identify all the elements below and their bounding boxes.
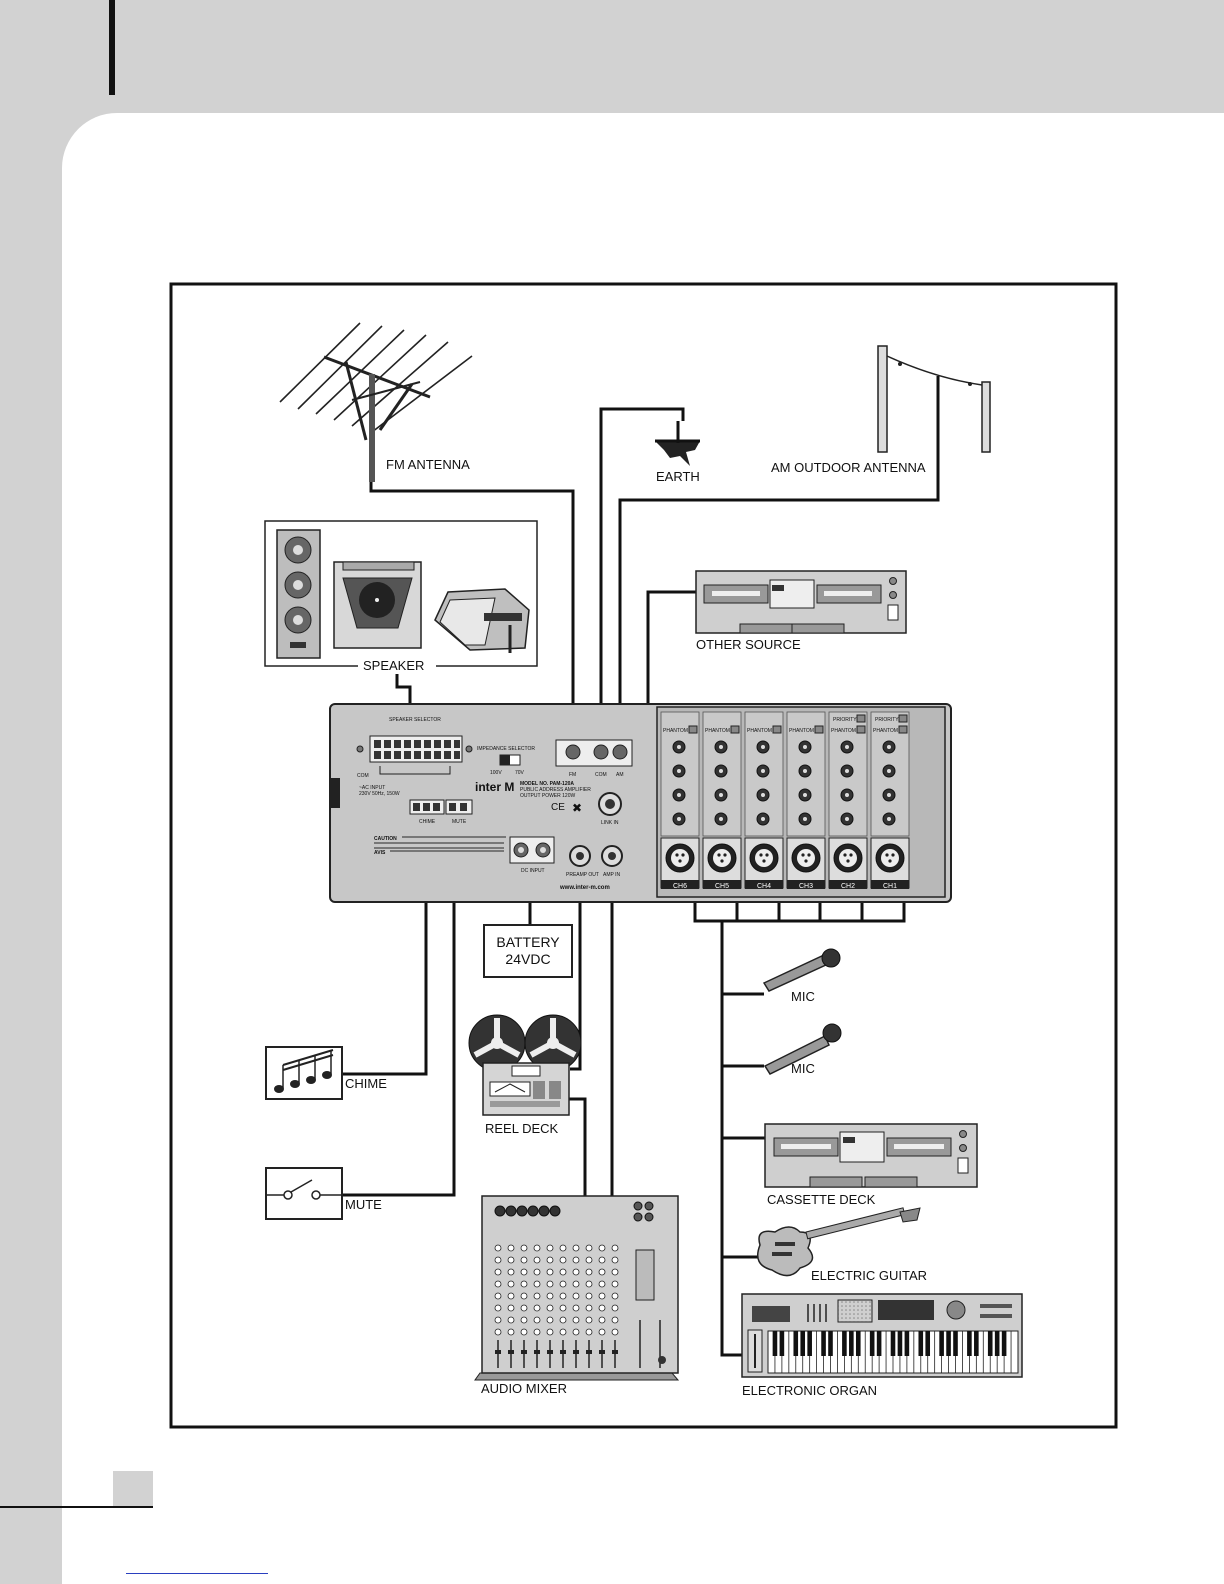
electronic-organ-label: ELECTRONIC ORGAN — [742, 1383, 877, 1398]
am-terminal — [612, 744, 628, 760]
ceiling-speaker-icon — [333, 561, 422, 649]
weee-bin-icon: ✖ — [572, 801, 582, 815]
mute-label: MUTE — [345, 1197, 382, 1212]
fm-antenna-icon — [279, 322, 473, 482]
mute-terminal-text: MUTE — [452, 819, 467, 825]
battery-label-line1: BATTERY — [496, 934, 560, 950]
channel-label: CH1 — [883, 883, 897, 890]
amplifier-model: MODEL NO. PAM-120A — [520, 781, 574, 787]
speaker-selector-text: SPEAKER SELECTOR — [389, 717, 441, 723]
ac-spec-text: 230V 50Hz, 150W — [359, 791, 400, 797]
wire-am-antenna — [618, 376, 940, 751]
reel-deck-icon — [468, 1014, 582, 1116]
other-source-label: OTHER SOURCE — [696, 637, 801, 652]
preamp-out-text: PREAMP OUT — [566, 872, 599, 878]
am-terminal-text: AM — [616, 772, 624, 778]
battery-label-line2: 24VDC — [505, 951, 550, 967]
battery-box: BATTERY 24VDC — [483, 924, 573, 978]
channel-strip: PRIORITY PHANTOM CH1 — [870, 711, 910, 890]
channel-strips: PHANTOM CH6 PHANTOM CH5 PHANTOM CH4 PHANTOM CH3… — [660, 711, 910, 890]
wire-chime — [343, 858, 428, 1076]
channel-label: CH5 — [715, 883, 729, 890]
ce-mark: CE — [551, 802, 565, 813]
link-in-text: LINK IN — [601, 820, 619, 826]
audio-mixer-label: AUDIO MIXER — [481, 1381, 567, 1396]
channel-strip: PRIORITY PHANTOM CH2 — [828, 711, 868, 890]
page-number-box — [113, 1471, 153, 1507]
horn-speaker-icon — [434, 588, 530, 653]
channel-label: CH4 — [757, 883, 771, 890]
am-antenna-icon — [877, 345, 991, 453]
cassette-deck-icon — [764, 1123, 978, 1188]
com-terminal — [593, 744, 609, 760]
imp-100v-text: 100V — [490, 770, 502, 776]
cassette-deck-label: CASSETTE DECK — [767, 1192, 876, 1207]
amplifier-brand: inter M — [475, 780, 514, 794]
channel-label: CH3 — [799, 883, 813, 890]
microphone-icon-2 — [763, 1023, 842, 1075]
caution-text: CAUTION — [374, 836, 397, 842]
phantom-text: PHANTOM — [705, 728, 730, 734]
avis-text: AVIS — [374, 850, 386, 856]
speaker-group: SPEAKER — [264, 520, 538, 674]
com-terminal-text: COM — [595, 772, 607, 778]
ac-input-text: ~AC INPUT — [359, 785, 385, 791]
mute-switch-icon — [265, 1167, 343, 1220]
channel-strip: PHANTOM CH6 — [660, 711, 700, 890]
amp-in-text: AMP IN — [603, 872, 621, 878]
amplifier-output-power: OUTPUT POWER 120W — [520, 793, 575, 799]
header-accent-bar — [109, 0, 115, 95]
header-band — [0, 0, 1224, 115]
column-speaker-icon — [276, 529, 321, 659]
wire-reel-preamp — [570, 866, 582, 1071]
channel-strip: PHANTOM CH4 — [744, 711, 784, 890]
impedance-selector-text: IMPEDANCE SELECTOR — [477, 746, 535, 752]
fm-antenna-label: FM ANTENNA — [386, 457, 470, 472]
amplifier-rear-panel: SPEAKER SELECTOR COM IMPEDANCE SELECTOR … — [329, 703, 952, 903]
speaker-label: SPEAKER — [363, 658, 424, 673]
priority-text: PRIORITY — [875, 717, 899, 723]
audio-mixer-icon — [474, 1195, 680, 1381]
wire-reel-mixer — [568, 1097, 587, 1196]
electric-guitar-icon — [757, 1207, 921, 1277]
electronic-organ-icon — [741, 1293, 1023, 1378]
phantom-text: PHANTOM — [873, 728, 898, 734]
phantom-text: PHANTOM — [831, 728, 856, 734]
fm-terminal-text: FM — [569, 772, 576, 778]
earth-label: EARTH — [656, 469, 700, 484]
channel-label: CH2 — [841, 883, 855, 890]
ac-inlet — [330, 778, 340, 808]
page-number-rule — [0, 1506, 153, 1508]
other-source-icon — [695, 570, 907, 634]
priority-text: PRIORITY — [833, 717, 857, 723]
wire-earth — [599, 407, 685, 751]
wire-speaker — [395, 662, 412, 716]
mic-1-label: MIC — [791, 989, 815, 1004]
channel-strip: PHANTOM CH3 — [786, 711, 826, 890]
speaker-com-text: COM — [357, 773, 369, 779]
microphone-icon-1 — [762, 948, 841, 992]
wire-mute — [343, 858, 456, 1197]
imp-70v-text: 70V — [515, 770, 525, 776]
phantom-text: PHANTOM — [789, 728, 814, 734]
phantom-text: PHANTOM — [663, 728, 688, 734]
reel-deck-label: REEL DECK — [485, 1121, 559, 1136]
chime-label: CHIME — [345, 1076, 387, 1091]
channel-label: CH6 — [673, 883, 687, 890]
channel-strip: PHANTOM CH5 — [702, 711, 742, 890]
amplifier-subtitle: PUBLIC ADDRESS AMPLIFIER — [520, 787, 591, 793]
chime-terminal-text: CHIME — [419, 819, 436, 825]
fm-terminal — [565, 744, 581, 760]
dc-input-text: DC INPUT — [521, 868, 545, 874]
earth-icon — [655, 421, 700, 466]
chime-icon — [265, 1046, 343, 1100]
am-antenna-label: AM OUTDOOR ANTENNA — [771, 460, 926, 475]
left-margin-strip — [0, 115, 62, 1584]
electric-guitar-label: ELECTRIC GUITAR — [811, 1268, 927, 1283]
website-text: www.inter-m.com — [559, 885, 610, 891]
footer-link-underline — [126, 1573, 268, 1574]
phantom-text: PHANTOM — [747, 728, 772, 734]
mic-2-label: MIC — [791, 1061, 815, 1076]
